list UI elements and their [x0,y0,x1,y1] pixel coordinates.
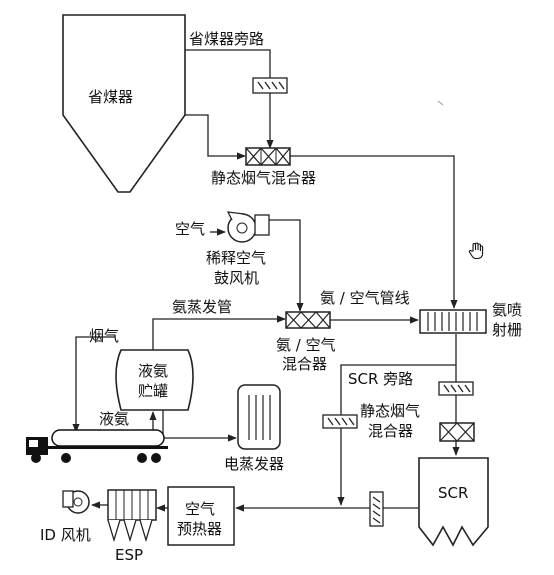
scr-bypass-damper-icon [322,414,358,429]
scr-bypass-label: SCR 旁路 [348,370,414,388]
static-mixer-right-label-1: 静态烟气 [360,402,421,420]
ammonia-air-line-label: 氨 / 空气管线 [320,289,410,307]
tank-label-1: 液氨 [138,362,169,380]
scr-bypass-line [337,364,456,506]
bypass-damper-icon [252,77,288,94]
ammonia-grid-label-2: 射栅 [492,321,523,339]
id-fan-label: ID 风机 [40,526,91,544]
vaporizer-icon [237,384,281,450]
dilution-fan-icon [210,211,270,243]
scr-label: SCR [438,484,469,502]
air-preheater-label-1: 空气 [185,500,216,518]
economizer-bypass-line [185,49,274,149]
ammonia-air-mixer-label-2: 混合器 [282,355,328,373]
vaporizer-label: 电蒸发器 [224,455,285,473]
flue-to-ammonia-grid [290,155,458,309]
ammonia-air-mixer-icon [285,311,331,329]
static-mixer-top-icon [245,147,291,166]
dilution-fan-label-2: 鼓风机 [214,269,260,287]
tanker-truck-icon [26,429,168,463]
air-label: 空气 [175,220,206,238]
esp-icon [107,489,157,543]
ammonia-injection-grid-icon [419,309,487,334]
static-mixer-top-label: 静态烟气混合器 [211,169,317,187]
flue-gas-label: 烟气 [89,327,120,345]
tank-to-vaporizer-line [162,410,237,442]
esp-label: ESP [115,546,144,564]
static-mixer-right-icon [439,422,475,442]
air-preheater-box [167,486,235,546]
dilution-fan-label-1: 稀释空气 [206,249,267,267]
ammonia-storage-tank [115,349,194,411]
air-preheater-label-2: 预热器 [177,520,223,538]
economizer-label: 省煤器 [88,88,134,106]
static-mixer-right-label-2: 混合器 [368,422,414,440]
scr-reactor [418,457,489,547]
flue-to-mixer [184,114,246,160]
stray-mark [437,100,444,106]
right-damper-icon [438,381,474,396]
liquid-ammonia-label: 液氨 [99,410,130,428]
economizer-bypass-label: 省煤器旁路 [189,30,265,48]
economizer-hopper [62,14,186,193]
outlet-damper-icon [369,491,384,527]
dilution-air-line [269,219,304,312]
flue-gas-line [72,336,115,433]
ammonia-air-mixer-label-1: 氨 / 空气 [276,336,336,354]
hand-cursor-icon [468,242,484,260]
ammonia-vapor-pipe-label: 氨蒸发管 [172,298,233,316]
id-fan-icon [62,490,90,514]
ammonia-grid-label-1: 氨喷 [492,301,523,319]
tank-label-2: 贮罐 [138,382,169,400]
